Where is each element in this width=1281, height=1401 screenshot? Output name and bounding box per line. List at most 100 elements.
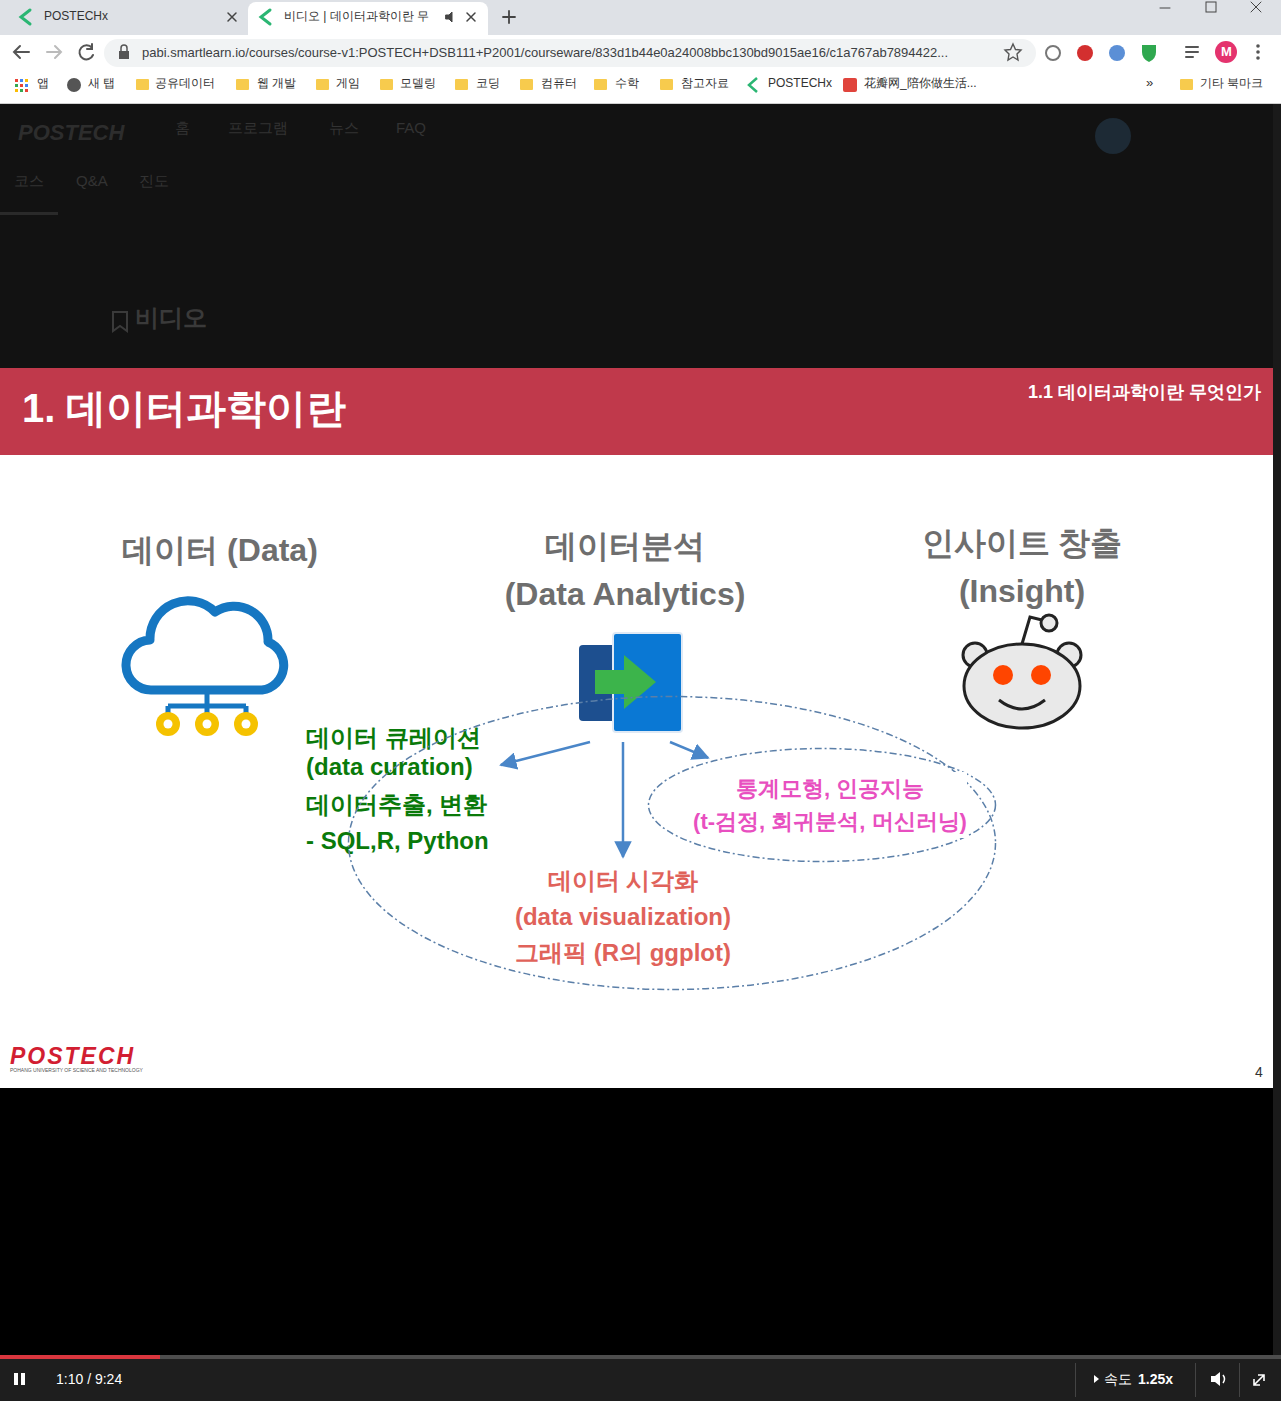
bookmark: 게임	[336, 76, 360, 90]
green-arrow	[595, 655, 656, 709]
bookmark: 컴퓨터	[541, 76, 577, 90]
insight-icon-node: 인사이트 창출 (Insight)	[897, 519, 1147, 735]
analysis-ellipse: 데이터 시각화 (data visualization)그래픽 (R의 ggpl…	[347, 695, 997, 991]
extension-icon	[1046, 46, 1060, 60]
lock-icon	[119, 51, 129, 59]
dim-page-icons	[0, 118, 1131, 331]
tab-link: 코스	[14, 172, 44, 190]
menu-dots	[1256, 44, 1260, 60]
logo-subtitle: POHANG UNIVERSITY OF SCIENCE AND TECHNOL…	[10, 1067, 143, 1073]
tab-close	[228, 13, 236, 21]
bookmark-more: »	[1146, 75, 1153, 91]
smile	[999, 700, 1045, 709]
speed-label: 속도	[1104, 1371, 1132, 1388]
node-dot	[195, 712, 219, 736]
ellipse-outline	[349, 697, 996, 990]
avatar-letter: M	[1221, 44, 1232, 60]
nav-link: 뉴스	[329, 119, 359, 137]
avatar	[1215, 41, 1237, 63]
bookmark: 기타 북마크	[1200, 76, 1263, 90]
bookmark: POSTECHx	[768, 76, 832, 90]
tab-bar	[0, 0, 1281, 35]
page-heading: 비디오	[135, 304, 207, 333]
site-logo: POSTECH	[18, 120, 124, 146]
separator	[1195, 1363, 1196, 1397]
back-arrow	[14, 46, 29, 58]
forward-arrow	[47, 46, 61, 58]
tab-link: 진도	[139, 172, 169, 190]
cloud-wires	[168, 690, 246, 714]
video-black	[0, 1088, 1273, 1356]
volume-wave	[1223, 1375, 1225, 1383]
cloud-outline	[126, 601, 284, 690]
extension-icon	[1077, 45, 1093, 61]
lock-shackle	[121, 45, 127, 51]
slide-title: 1. 데이터과학이란	[22, 384, 346, 432]
control-bar	[0, 1359, 1281, 1401]
scrollbar	[1273, 104, 1281, 1356]
curation-text-node: 데이터 큐레이션 (data curation)데이터추출, 변환 - SQL,…	[302, 720, 495, 863]
bookmark-favicon	[843, 78, 857, 92]
video-time: 1:10 / 9:24	[56, 1371, 122, 1388]
pause-bar	[14, 1373, 18, 1385]
ellipse-outline	[649, 749, 996, 862]
nav-link: FAQ	[396, 119, 426, 137]
bookmark: 새 탭	[88, 76, 115, 90]
method-text: 통계모형, 인공지능 (t-검정, 회귀분석, 머신러닝)	[693, 772, 967, 838]
bookmark-favicon	[749, 78, 757, 92]
bookmark: 모델링	[400, 76, 436, 90]
speaker-icon	[446, 12, 452, 22]
tab-link: Q&A	[76, 172, 108, 190]
window-close	[1251, 2, 1261, 12]
method-text: 그래픽 (R의 ggplot)	[515, 935, 731, 971]
apps-grid	[15, 79, 28, 92]
speed-value: 1.25x	[1138, 1371, 1173, 1388]
node-heading: 인사이트 창출 (Insight)	[922, 519, 1123, 615]
tab-underline	[0, 212, 58, 215]
extension-icon	[1109, 45, 1125, 61]
face	[964, 644, 1080, 728]
window-max	[1206, 2, 1216, 12]
star-icon	[1005, 44, 1021, 60]
bookmark: 코딩	[476, 76, 500, 90]
bookmark: 웹 개발	[257, 76, 296, 90]
eye	[993, 665, 1013, 685]
arrow-connector	[622, 742, 625, 857]
cloud-icon	[126, 601, 284, 736]
separator	[1239, 1363, 1240, 1397]
tab-title: 비디오 | 데이터과학이란 무	[284, 9, 429, 23]
section-subtitle: 1.1 데이터과학이란 무엇인가	[1028, 382, 1261, 404]
bookmark-icon	[113, 312, 127, 331]
new-tab	[503, 11, 515, 23]
extension-icon	[1142, 45, 1156, 62]
bookmark: 수학	[615, 76, 639, 90]
node-dot	[156, 712, 180, 736]
reload-icon	[80, 44, 93, 59]
player-icons	[14, 1363, 1264, 1397]
method-text: 데이터추출, 변환 - SQL,R, Python	[306, 787, 489, 859]
globe-icon	[67, 78, 81, 92]
snoo-icon	[963, 615, 1081, 728]
title-band: 1. 데이터과학이란 1.1 데이터과학이란 무엇인가	[0, 368, 1273, 455]
user-avatar	[1095, 118, 1131, 154]
analytics-icon-node: 데이터분석 (Data Analytics)	[485, 522, 765, 736]
method-text: 데이터 시각화 (data visualization)	[515, 863, 731, 935]
bookmark: 공유데이터	[155, 76, 215, 90]
pause-bar	[21, 1373, 25, 1385]
node-dot	[234, 712, 258, 736]
toolbar-icons	[14, 41, 1260, 63]
nav-link: 프로그램	[228, 119, 288, 137]
nav-link: 홈	[175, 119, 190, 137]
favicon	[21, 10, 30, 24]
node-heading: 데이터분석 (Data Analytics)	[505, 522, 746, 618]
speed-caret	[1094, 1375, 1099, 1383]
arrow-connector	[501, 742, 590, 765]
tab-close	[467, 13, 475, 21]
tab-title: POSTECHx	[44, 9, 108, 23]
tab-icons	[21, 2, 1261, 24]
arrow-connector	[670, 742, 708, 758]
slide-number: 4	[1255, 1064, 1263, 1081]
volume-icon	[1211, 1372, 1220, 1386]
